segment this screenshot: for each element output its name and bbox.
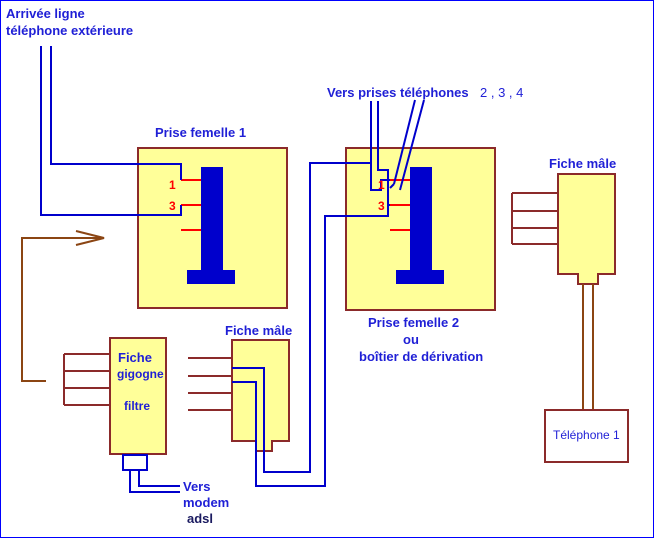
brown-arrow-head xyxy=(75,230,105,246)
prise-2-boitier: boîtier de dérivation xyxy=(359,349,483,364)
center-plug-wire-b xyxy=(232,205,389,487)
fiche-male-center-label: Fiche mâle xyxy=(225,323,292,338)
prise-1-pin-3-label: 3 xyxy=(169,199,176,213)
modem-line-3: adsl xyxy=(187,511,213,526)
vers-prises-numbers: 2 , 3 , 4 xyxy=(480,85,523,100)
prise-2-connector-stem xyxy=(410,167,432,273)
vers-prises-wire-d xyxy=(399,99,425,191)
prise-1-label: Prise femelle 1 xyxy=(155,125,246,140)
header-line-1: Arrivée ligne xyxy=(6,6,85,21)
brown-arrow-path xyxy=(21,237,100,382)
gigogne-line-3: filtre xyxy=(124,399,150,413)
vers-prises-label: Vers prises téléphones xyxy=(327,85,469,100)
prise-2-inner-wire-c xyxy=(389,183,395,189)
fiche-male-center-body xyxy=(231,339,290,452)
prise-1-connector-base xyxy=(187,270,235,284)
prise-2-inner-wire-1 xyxy=(370,160,390,191)
telephone-label: Téléphone 1 xyxy=(553,428,620,442)
modem-line-1: Vers xyxy=(183,479,210,494)
modem-wire-a xyxy=(129,470,180,493)
center-plug-wire-a xyxy=(232,162,372,473)
gigogne-line-1: Fiche xyxy=(118,350,152,365)
vers-prises-wire-c xyxy=(393,99,416,185)
gigogne-line-2: gigogne xyxy=(117,367,164,381)
prise-2-pin-1-label: 1 xyxy=(378,178,385,192)
modem-port xyxy=(122,454,148,471)
fiche-male-right-body xyxy=(557,173,616,285)
incoming-wire-1 xyxy=(50,46,182,180)
prise-2-ou: ou xyxy=(403,332,419,347)
fiche-gigogne-body xyxy=(109,337,167,455)
telephone-box xyxy=(544,409,629,463)
prise-2-pin-3-label: 3 xyxy=(378,199,385,213)
prise-1-connector-stem xyxy=(201,167,223,273)
modem-wire-b xyxy=(138,470,180,487)
prise-2-label: Prise femelle 2 xyxy=(368,315,459,330)
header-line-2: téléphone extérieure xyxy=(6,23,133,38)
prise-1-pin-1-label: 1 xyxy=(169,178,176,192)
incoming-wire-3 xyxy=(40,46,182,216)
fiche-male-right-label: Fiche mâle xyxy=(549,156,616,171)
modem-line-2: modem xyxy=(183,495,229,510)
prise-2-connector-base xyxy=(396,270,444,284)
